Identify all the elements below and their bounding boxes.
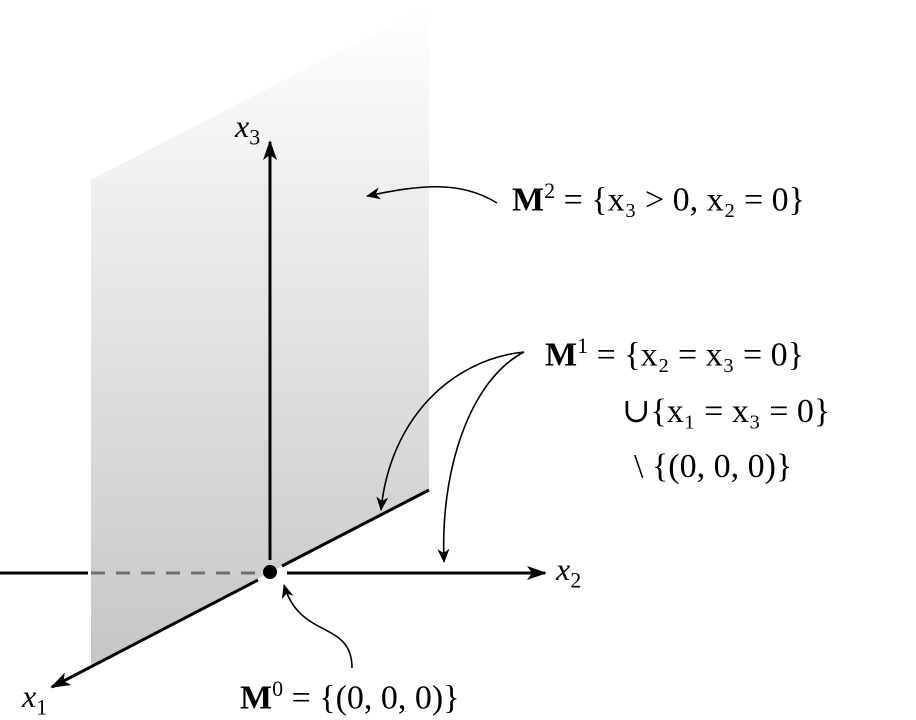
x1-label-sub: 1	[36, 694, 48, 720]
m1-symbol: M	[545, 336, 578, 374]
m1-definition-line1: = {x₂ = x₃ = 0}	[596, 336, 804, 374]
x2-axis-label: x2	[556, 553, 581, 591]
m2-definition: = {x₃ > 0, x₂ = 0}	[563, 181, 805, 219]
m1-annotation: M1 = {x₂ = x₃ = 0}	[545, 335, 804, 372]
m2-half-plane	[91, 5, 429, 665]
x3-axis-label: x3	[235, 110, 260, 148]
m1-annotation-line3: \ {(0, 0, 0)}	[634, 450, 792, 484]
x1-axis-back	[281, 488, 430, 568]
x2-label-sub: 2	[570, 567, 582, 593]
m0-annotation: M0 = {(0, 0, 0)}	[240, 678, 460, 715]
m2-annotation: M2 = {x₃ > 0, x₂ = 0}	[512, 180, 805, 217]
m1-sup: 1	[577, 333, 589, 358]
x1-axis	[50, 578, 259, 689]
x3-label-base: x	[235, 108, 250, 144]
m1-annotation-line2: ∪{x₁ = x₃ = 0}	[622, 395, 830, 429]
origin-point	[263, 565, 277, 579]
m2-pointer-arrow	[366, 185, 498, 204]
x1-axis-label: x1	[22, 680, 47, 718]
x1-label-base: x	[22, 678, 37, 714]
m2-symbol: M	[512, 181, 545, 219]
x3-label-sub: 3	[249, 124, 261, 150]
m0-definition: = {(0, 0, 0)}	[291, 679, 460, 717]
m0-pointer-arrow	[281, 584, 353, 669]
m1-definition-line2: ∪{x₁ = x₃ = 0}	[622, 393, 831, 430]
m1-pointer-arrow-to-x2	[437, 351, 525, 563]
m0-sup: 0	[272, 676, 284, 701]
x2-label-base: x	[556, 551, 571, 587]
m1-pointer-arrow-to-x1	[376, 351, 525, 511]
m2-sup: 2	[544, 178, 556, 203]
m0-symbol: M	[240, 679, 273, 717]
m1-definition-line3: \ {(0, 0, 0)}	[634, 448, 793, 485]
